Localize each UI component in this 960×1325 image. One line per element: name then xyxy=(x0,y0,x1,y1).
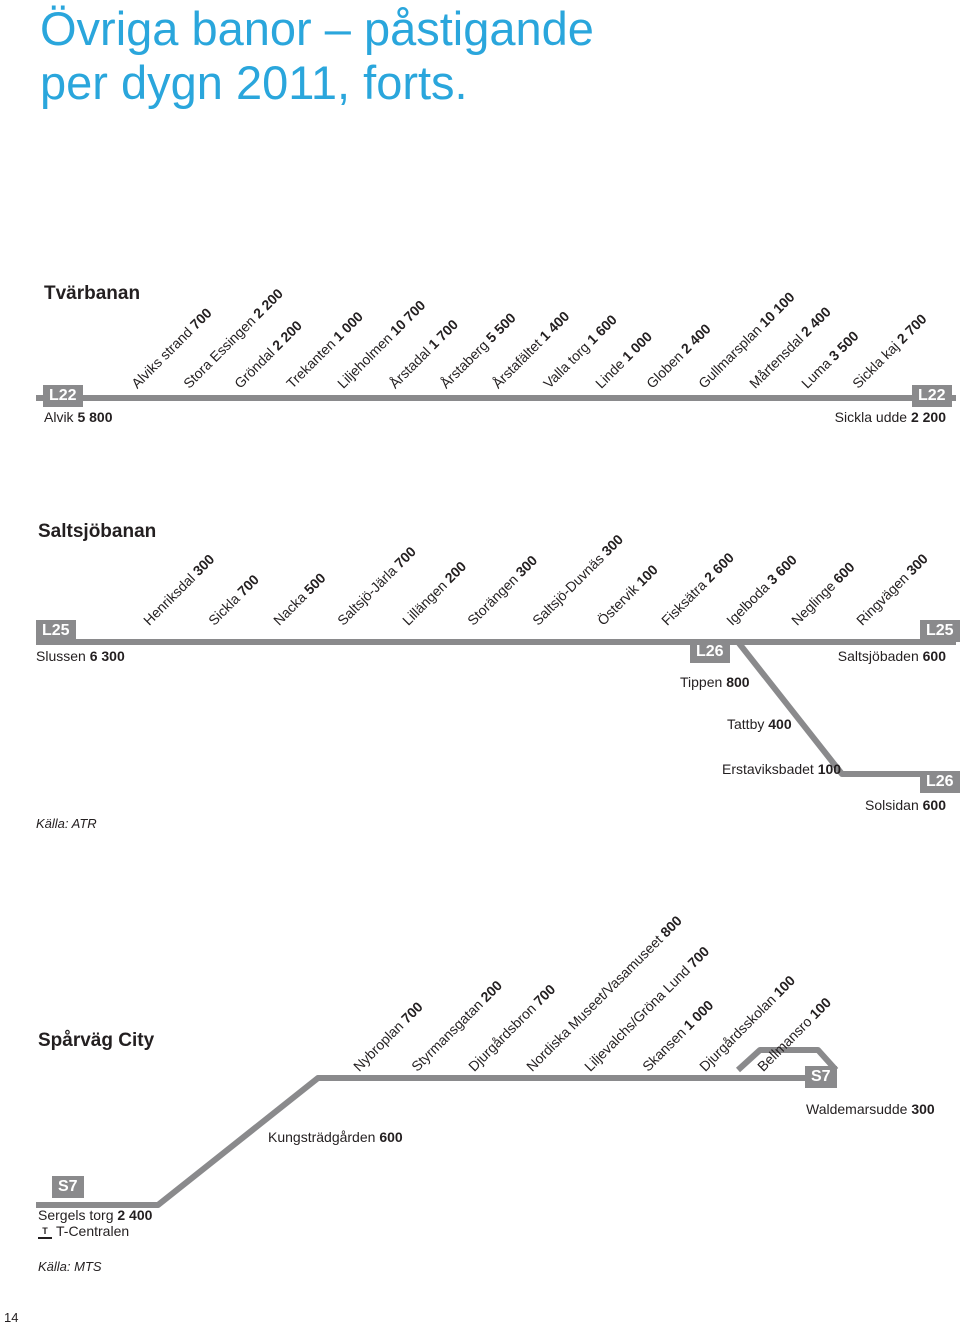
line-badge-l26-end: L26 xyxy=(920,771,960,793)
station-solsidan: Solsidan 600 xyxy=(865,797,946,813)
saltsjobanan-title: Saltsjöbanan xyxy=(38,521,157,542)
tvarbanan-title: Tvärbanan xyxy=(44,283,141,304)
station-tippen: Tippen 800 xyxy=(680,674,750,690)
station-sergels-torg: Sergels torg 2 400 xyxy=(38,1207,153,1223)
station-kungstradgarden: Kungsträdgården 600 xyxy=(268,1129,403,1145)
page-title: Övriga banor – påstigande per dygn 2011,… xyxy=(40,2,594,110)
line-badge-s7-start: S7 xyxy=(52,1176,84,1198)
title-line-1: Övriga banor – påstigande xyxy=(40,2,594,55)
source-mts: Källa: MTS xyxy=(38,1259,102,1274)
station-waldemarsudde: Waldemarsudde 300 xyxy=(806,1101,935,1117)
page-number: 14 xyxy=(4,1310,19,1325)
line-badge-l25-end: L25 xyxy=(920,620,960,642)
station-tattby: Tattby 400 xyxy=(727,716,792,732)
sparvag-track xyxy=(36,1075,830,1208)
line-badge-s7-end: S7 xyxy=(805,1066,837,1088)
title-line-2: per dygn 2011, forts. xyxy=(40,56,468,109)
sparvag-title: Spårväg City xyxy=(38,1030,155,1051)
station-alvik: Alvik 5 800 xyxy=(44,409,113,425)
station-slussen: Slussen 6 300 xyxy=(36,648,125,664)
station-erstaviksbadet: Erstaviksbadet 100 xyxy=(722,761,842,777)
station-saltsjobaden: Saltsjöbaden 600 xyxy=(837,648,946,664)
line-badge-l25-start: L25 xyxy=(36,620,76,642)
sparvag-loop-track xyxy=(735,1047,839,1073)
line-badge-l22-start: L22 xyxy=(43,385,83,407)
line-badge-l22-end: L22 xyxy=(912,385,952,407)
station-sickla-udde: Sickla udde 2 200 xyxy=(834,409,946,425)
line-badge-l26-branch: L26 xyxy=(690,641,730,663)
source-atr: Källa: ATR xyxy=(36,816,97,831)
tunnelbana-icon: T xyxy=(38,1225,52,1240)
